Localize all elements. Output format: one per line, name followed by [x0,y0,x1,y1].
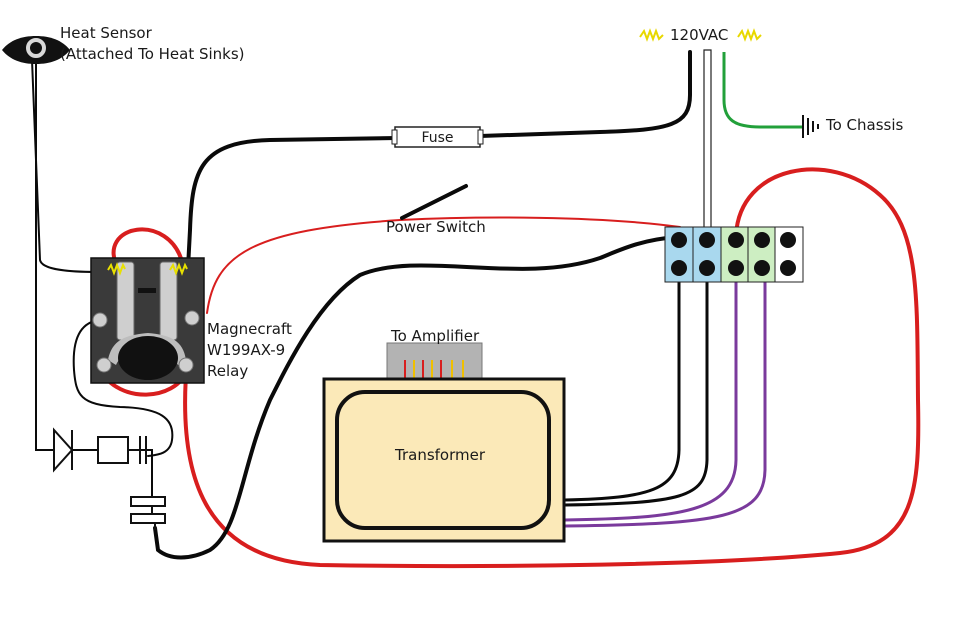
voltage-label: 120VAC [670,26,728,44]
relay-label-line2: W199AX-9 [207,341,285,359]
amplifier-label: To Amplifier [390,327,480,345]
terminal-block [664,226,804,283]
heat-sensor-sublabel: (Attached To Heat Sinks) [60,45,245,63]
relay [90,257,205,384]
power-switch-label: Power Switch [386,218,486,236]
fuse [391,126,484,148]
capacitor [130,496,166,530]
sensor-wire-outer [31,59,99,273]
transformer-purple-wire-2 [563,280,767,528]
transformer-black-wire-1 [563,280,681,502]
heat-sensor-label: Heat Sensor [60,24,153,42]
switch-red-wire [206,216,681,314]
fuse-label: Fuse [421,130,453,146]
sensor-wire-inner [35,59,59,451]
resistor [97,436,147,464]
relay-label-line1: Magnecraft [207,320,292,338]
transformer-black-wire-2 [563,280,709,507]
ground-symbol-icon [802,115,819,138]
hot-line-wire [186,50,692,270]
relay-top-red-loop [111,227,185,270]
chassis-label: To Chassis [825,116,904,134]
switch-lever [400,184,468,220]
diode [53,427,74,473]
heat-sensor-icon [2,36,70,64]
ground-wire [722,52,802,129]
transformer-purple-wire-1 [563,280,738,522]
relay-left-lower-wire [72,319,174,457]
amplifier-connector [386,342,483,381]
ac-spark-icon [639,28,762,42]
switch-return-wire [153,235,678,560]
purple-wires [563,280,767,528]
main-red-loop [183,167,921,569]
relay-label-line3: Relay [207,362,248,380]
transformer [322,377,566,543]
transformer-label: Transformer [394,446,486,464]
neutral-wire [703,49,712,233]
